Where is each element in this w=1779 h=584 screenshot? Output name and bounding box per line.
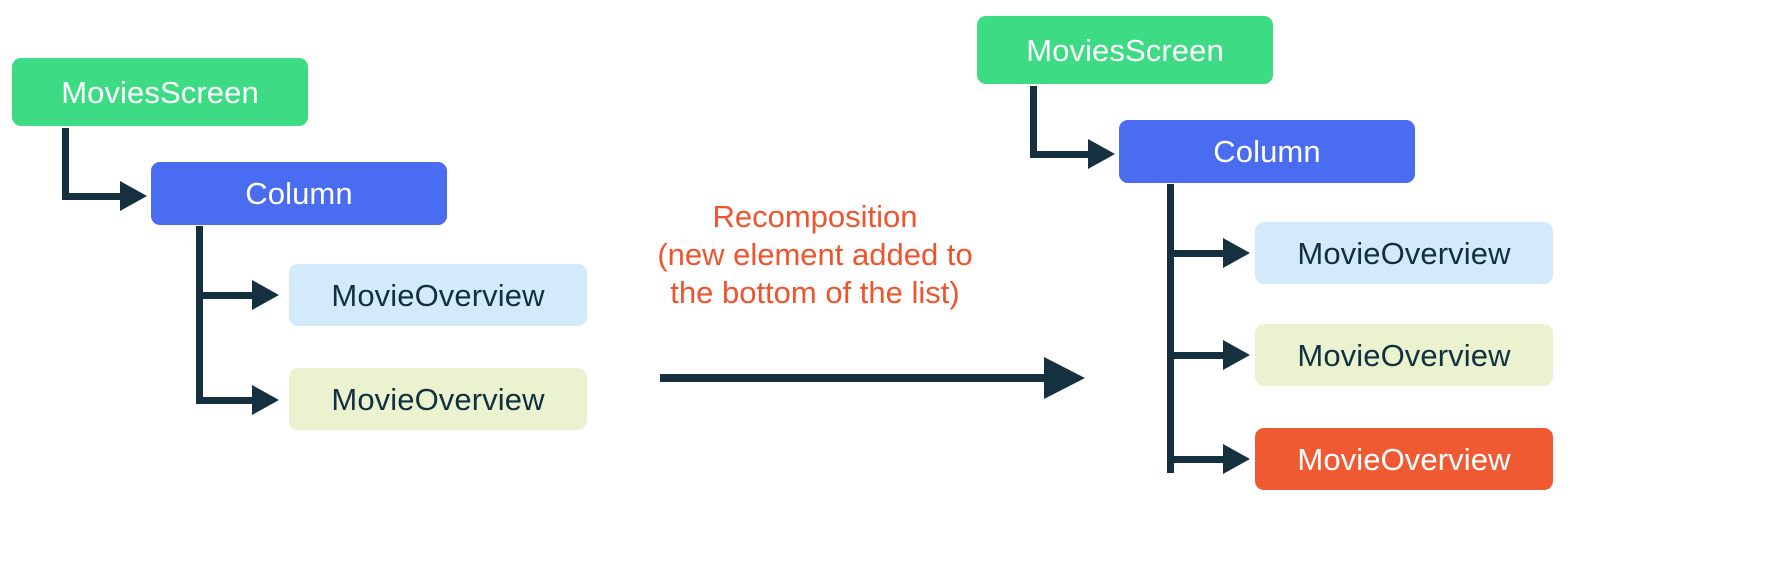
before-connector-column-trunk [196, 226, 203, 404]
after-node-moviesscreen[interactable]: MoviesScreen [977, 16, 1273, 84]
after-arrowhead-child-2 [1223, 340, 1250, 370]
after-movieoverview-1-label: MovieOverview [1297, 235, 1511, 271]
after-connector-screen-to-column-horizontal [1030, 151, 1092, 158]
before-arrowhead-child-1 [252, 280, 279, 310]
after-connector-branch-2 [1167, 352, 1227, 359]
after-arrowhead-column [1088, 139, 1115, 169]
after-connector-branch-1 [1167, 250, 1227, 257]
after-node-movieoverview-3[interactable]: MovieOverview [1255, 428, 1553, 490]
before-movieoverview-1-label: MovieOverview [331, 277, 545, 313]
after-connector-screen-to-column-vertical [1030, 86, 1037, 158]
after-arrowhead-child-1 [1223, 238, 1250, 268]
after-node-movieoverview-2[interactable]: MovieOverview [1255, 324, 1553, 386]
after-node-movieoverview-1[interactable]: MovieOverview [1255, 222, 1553, 284]
after-movieoverview-2-label: MovieOverview [1297, 337, 1511, 373]
before-connector-branch-2 [196, 397, 256, 404]
after-arrowhead-child-3 [1223, 444, 1250, 474]
before-connector-screen-to-column-horizontal [62, 193, 124, 200]
before-arrowhead-column [120, 181, 147, 211]
before-connector-screen-to-column-vertical [62, 128, 69, 200]
caption-line-2: (new element added to [657, 237, 973, 272]
caption-line-3: the bottom of the list) [670, 275, 960, 310]
after-moviesscreen-label: MoviesScreen [1026, 32, 1224, 68]
before-moviesscreen-label: MoviesScreen [61, 74, 259, 110]
after-connector-column-trunk [1167, 184, 1174, 473]
before-arrowhead-child-2 [252, 385, 279, 415]
after-node-column[interactable]: Column [1119, 120, 1415, 183]
after-column-label: Column [1213, 134, 1321, 169]
before-node-movieoverview-2[interactable]: MovieOverview [289, 368, 587, 430]
before-connector-branch-1 [196, 292, 256, 299]
before-movieoverview-2-label: MovieOverview [331, 381, 545, 417]
before-node-movieoverview-1[interactable]: MovieOverview [289, 264, 587, 326]
caption-line-1: Recomposition [712, 199, 918, 234]
transition-arrow-shaft [660, 374, 1048, 382]
before-node-column[interactable]: Column [151, 162, 447, 225]
transition-arrow-head [1044, 357, 1085, 399]
recomposition-caption: Recomposition (new element added to the … [645, 198, 985, 312]
before-node-moviesscreen[interactable]: MoviesScreen [12, 58, 308, 126]
after-movieoverview-3-label: MovieOverview [1297, 441, 1511, 477]
after-connector-branch-3 [1167, 456, 1227, 463]
before-column-label: Column [245, 176, 353, 211]
